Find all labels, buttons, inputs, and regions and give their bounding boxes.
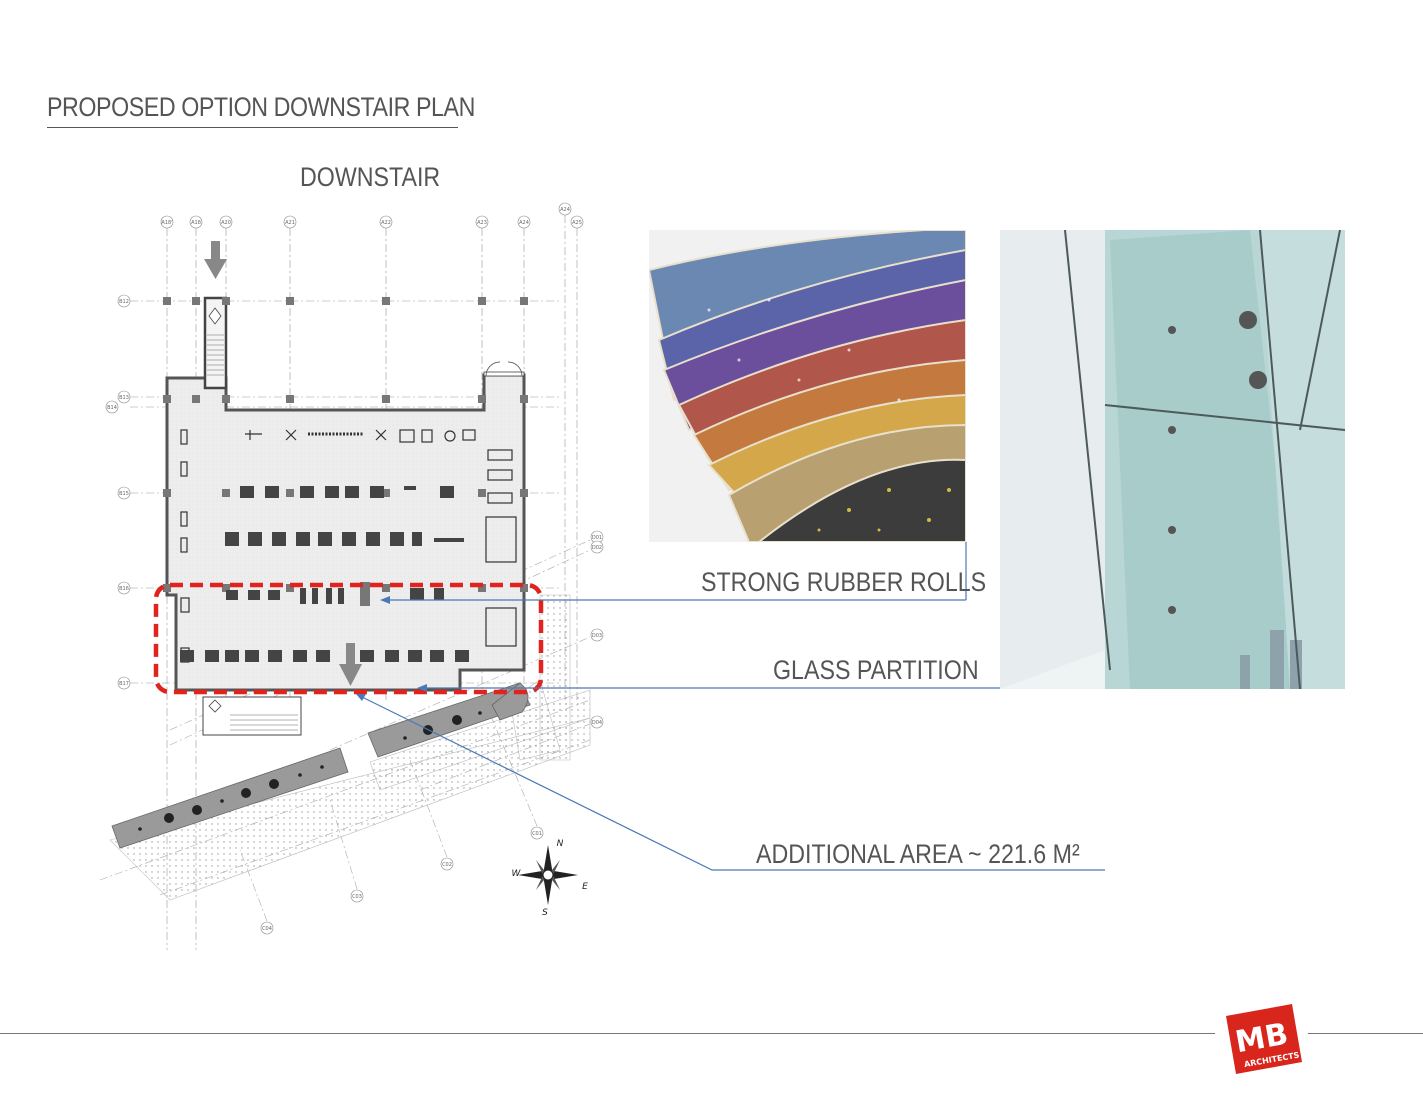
grid-label: C03 [352,894,362,900]
footer-rule-right [1308,1033,1423,1034]
mb-architects-logo: MB ARCHITECTS [1226,1004,1302,1074]
plan-label: DOWNSTAIR [300,162,441,192]
compass-w: W [512,869,522,879]
grid-label: A18' [161,220,172,226]
footer-rule-left [0,1033,1215,1034]
rubber-rolls-label: STRONG RUBBER ROLLS [701,567,987,597]
glass-partition-photo [1000,230,1345,689]
grid-label: B14 [107,405,117,411]
compass-n: N [557,839,564,849]
grid-label: B12 [119,299,129,305]
compass-s: S [542,908,548,918]
grid-label: C01 [532,831,542,837]
stair-shaft [203,296,228,390]
gym-machines-row-1 [240,486,454,498]
gym-equipment [180,429,517,663]
entry-arrow-icon [204,241,227,279]
grid-column-labels: A18' A18 A20 A21 A22 A23 A24 A24 A25 [160,202,584,229]
grid-label: B16 [119,586,129,592]
rubber-rolls-photo [649,230,966,542]
page-title: PROPOSED OPTION DOWNSTAIR PLAN [47,92,475,122]
glass-partition-label: GLASS PARTITION [773,655,979,685]
grid-label: B15 [119,491,129,497]
title-underline [47,127,458,128]
grid-row-labels: B12 B13 B14 B15 B16 B17 [105,294,131,690]
structural-columns [163,297,528,592]
gym-machines-row-3 [226,582,444,606]
gym-machines-row-2 [225,532,464,546]
grid-label: A25 [572,220,582,226]
grid-label: A18 [191,220,201,226]
grid-label: D03 [592,633,602,639]
grid-label: C02 [442,862,452,868]
grid-label: A20 [221,220,231,226]
grid-label: A24 [519,220,529,226]
compass-icon [518,845,578,905]
grid-label: A21 [285,220,295,226]
compass-e: E [582,882,588,892]
additional-area-label: ADDITIONAL AREA ~ 221.6 M² [756,839,1080,869]
grid-label: A22 [381,220,391,226]
grid-label: A23 [477,220,487,226]
grid-label: C04 [262,926,272,932]
grid-diagonal-labels: D01 D02 D03 D04 C01 C02 C03 C04 [260,530,604,935]
grid-label: D02 [592,545,602,551]
grid-label: B17 [119,681,129,687]
lower-stair [202,696,302,736]
callout-arrowheads [356,596,427,701]
grid-label: D01 [592,535,602,541]
extension-arrow-icon [339,643,362,686]
door-icon [483,361,525,377]
grid-label: D04 [592,720,602,726]
grid-label: B13 [119,395,129,401]
grid-label: A24 [560,207,570,213]
outdoor-paving [109,594,591,901]
gym-machines-row-4 [180,650,469,662]
